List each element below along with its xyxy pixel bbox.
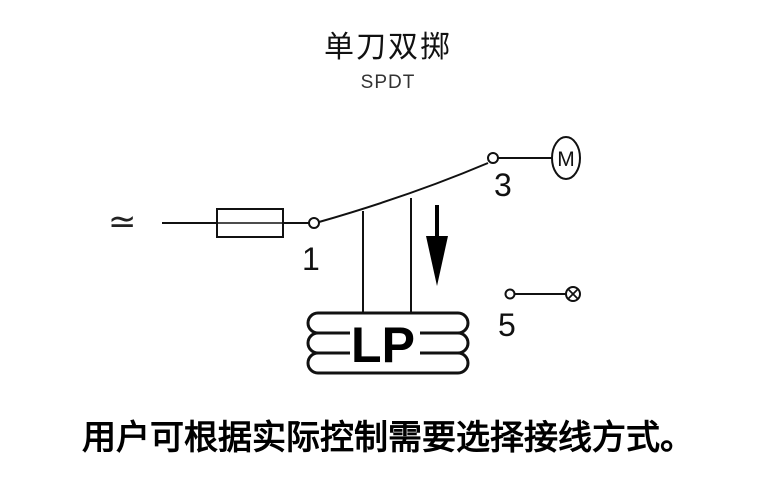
motor-icon: M bbox=[551, 136, 581, 180]
ac-symbol: ≃ bbox=[108, 202, 137, 242]
lp-pressure-device: LP bbox=[306, 311, 470, 375]
terminal-5-label: 5 bbox=[498, 307, 516, 343]
terminal-5 bbox=[504, 288, 516, 300]
diagram-title: 单刀双掷 bbox=[324, 30, 452, 65]
spdt-wiring-diagram: ≃ 1 3 M 5 LP bbox=[108, 136, 581, 375]
motor-label: M bbox=[557, 148, 575, 171]
terminal-3 bbox=[487, 152, 499, 164]
terminal-1 bbox=[308, 217, 320, 229]
lamp-icon bbox=[565, 286, 581, 302]
switch-blade bbox=[318, 162, 489, 223]
wiring-note: 用户可根据实际控制需要选择接线方式。 bbox=[82, 418, 694, 458]
diagram-subtitle: SPDT bbox=[360, 72, 416, 93]
terminal-1-label: 1 bbox=[302, 241, 320, 277]
down-arrow-icon bbox=[426, 205, 448, 286]
terminal-3-label: 3 bbox=[494, 167, 512, 203]
lp-label: LP bbox=[351, 317, 415, 373]
